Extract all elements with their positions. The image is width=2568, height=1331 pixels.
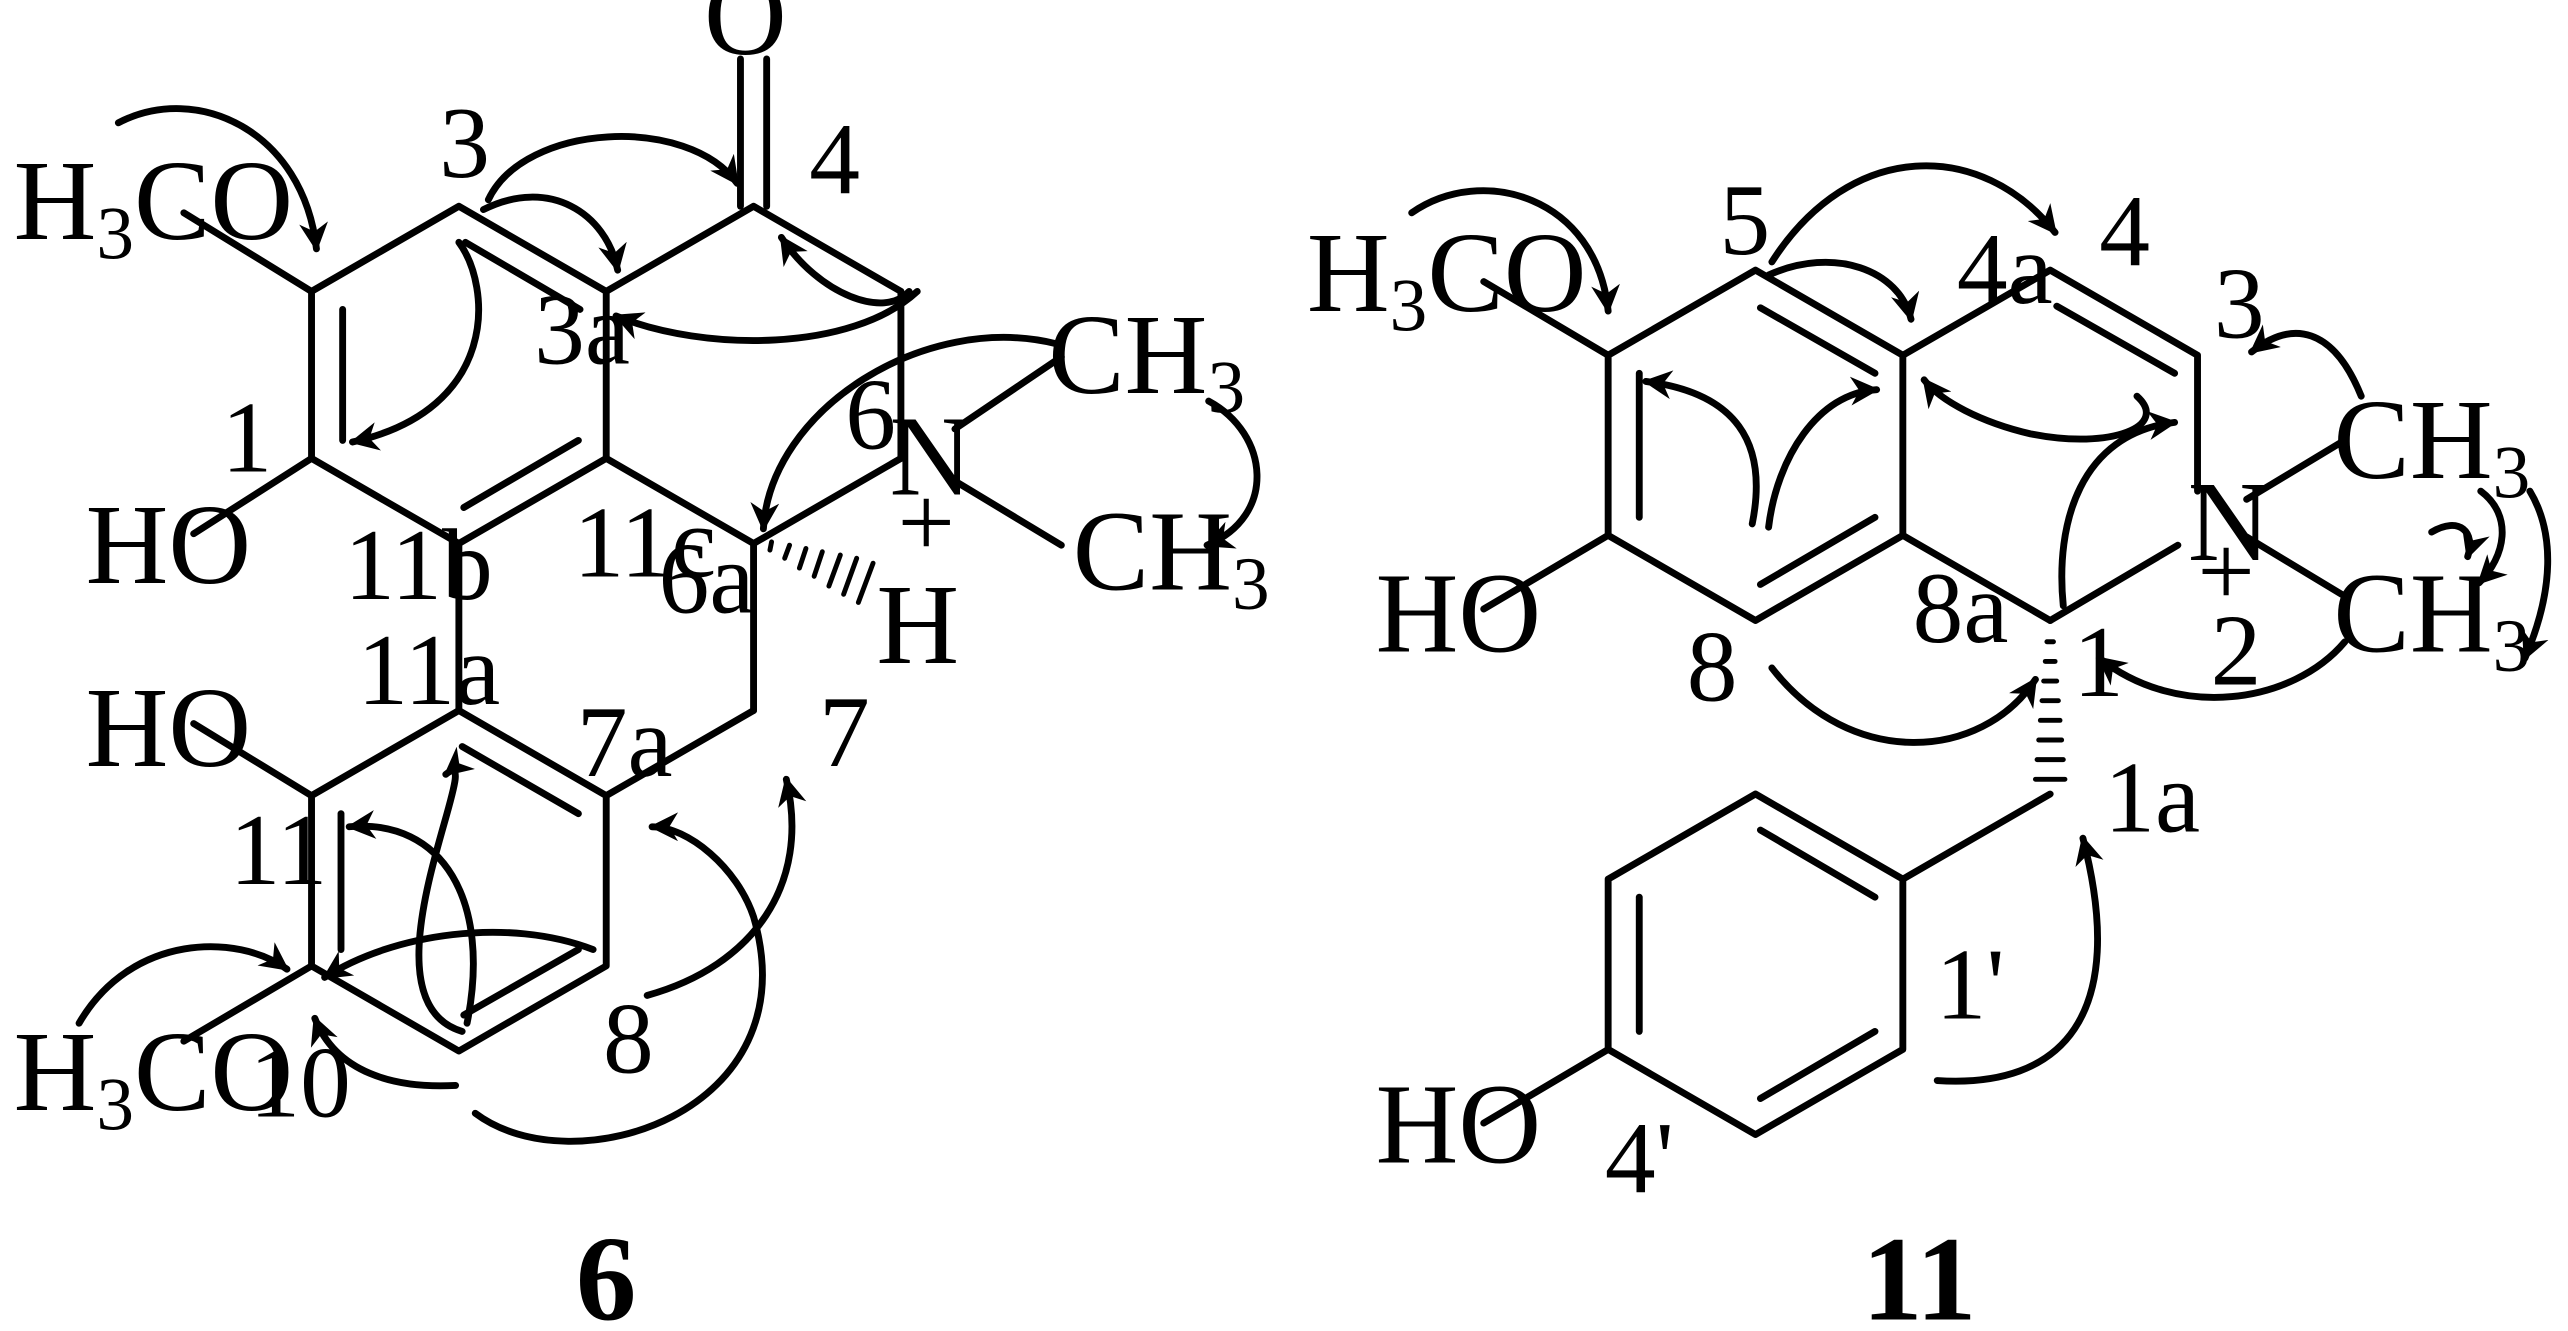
nitrogen-label: N — [889, 392, 972, 519]
subscript-3: 3 — [96, 1064, 134, 1147]
atom-number-4: 4 — [809, 103, 860, 215]
compound-11-id: 11 — [1862, 1213, 1976, 1331]
methoxy-top-tail: CO — [134, 137, 293, 264]
hashed-wedge-6a-H — [767, 539, 876, 605]
atom-number-5: 5 — [1719, 164, 1770, 276]
atom-number-4p: 4' — [1605, 1102, 1674, 1214]
nitrogen-label: N — [2188, 458, 2271, 585]
methoxy-top-label: H3CO — [14, 137, 294, 276]
compound-6-hmbc-arrows — [75, 105, 1261, 1145]
subscript-3: 3 — [2493, 605, 2531, 688]
atom-number-10: 10 — [249, 1027, 351, 1139]
atom-number-1: 1 — [2073, 606, 2124, 718]
compound-11: H3CO HO HO N + CH3 CH3 5 4a 4 3 8a 8 1 2… — [1307, 162, 2552, 1331]
compound-6-id: 6 — [576, 1213, 637, 1331]
hydrogen-6a-label: H — [876, 561, 959, 688]
atom-number-11a: 11a — [357, 614, 500, 726]
hydroxy-c7-label: HO — [1376, 550, 1542, 677]
atom-number-2: 2 — [2211, 594, 2262, 706]
atom-number-3: 3 — [2214, 247, 2265, 359]
atom-number-11: 11 — [230, 794, 328, 906]
atom-number-7a: 7a — [577, 686, 673, 798]
methoxy-bottom-label: H3CO — [14, 1008, 294, 1147]
hashed-wedge-1-1a — [2032, 639, 2068, 782]
atom-number-1p: 1' — [1936, 928, 2005, 1040]
atom-number-8a: 8a — [1913, 552, 2009, 664]
atom-number-8: 8 — [1687, 611, 1738, 723]
compound-11-bonds — [1480, 266, 2346, 1138]
compound-6: H3CO HO HO H3CO O N + CH3 CH3 H 3 4 3a 1… — [14, 0, 1270, 1331]
atom-number-1: 1 — [221, 381, 272, 493]
atom-number-11c: 11c — [573, 486, 716, 598]
atom-number-4: 4 — [2099, 175, 2150, 287]
n-plus-charge: + — [898, 467, 955, 579]
subscript-3: 3 — [1390, 265, 1428, 348]
methyl-2-label: CH3 — [1073, 487, 1270, 626]
atom-number-3: 3 — [439, 87, 490, 199]
methyl-1-label: CH3 — [1048, 291, 1245, 430]
hydroxy-c1-label: HO — [86, 481, 252, 608]
n-plus-charge: + — [2198, 516, 2255, 628]
atom-number-3a: 3a — [534, 273, 630, 385]
subscript-3: 3 — [1232, 543, 1270, 626]
subscript-3: 3 — [2493, 432, 2531, 515]
atom-number-6: 6 — [845, 359, 896, 471]
atom-number-6a: 6a — [659, 522, 755, 634]
subscript-3: 3 — [96, 193, 134, 276]
atom-number-11b: 11b — [344, 509, 492, 621]
methyl-1-label: CH3 — [2333, 376, 2530, 515]
atom-number-4a: 4a — [1957, 213, 2053, 325]
hydroxy-c4p-label: HO — [1376, 1060, 1542, 1187]
compound-11-hmbc-arrows — [1408, 162, 2552, 1085]
subscript-3: 3 — [1207, 347, 1245, 430]
hydroxy-c11-label: HO — [86, 664, 252, 791]
atom-number-8: 8 — [603, 982, 654, 1094]
atom-number-7: 7 — [819, 676, 870, 788]
carbonyl-oxygen-label: O — [704, 0, 787, 79]
methoxy-bottom-tail: CO — [134, 1008, 293, 1135]
methyl-2-label: CH3 — [2333, 550, 2530, 689]
atom-number-1a: 1a — [2104, 742, 2200, 854]
methoxy-tail: CO — [1427, 209, 1586, 336]
methoxy-label: H3CO — [1307, 209, 1587, 348]
